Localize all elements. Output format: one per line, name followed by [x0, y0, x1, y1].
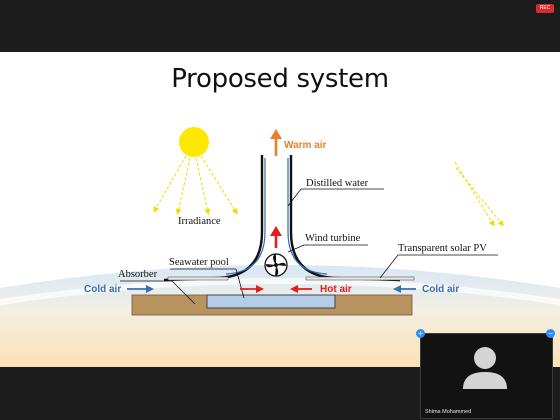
- leader-lines: [120, 188, 498, 305]
- hot-air-label: Hot air: [320, 284, 352, 295]
- shared-slide: Proposed system Irradiance: [0, 52, 560, 367]
- updraft-arrow: [270, 226, 282, 248]
- expand-icon[interactable]: +: [416, 329, 425, 338]
- system-diagram: Irradiance Warm air: [84, 127, 504, 316]
- cold-air-left-arrow: [127, 285, 154, 293]
- slide-title: Proposed system: [171, 64, 389, 94]
- hot-air-right-arrow: [290, 285, 312, 293]
- wind-turbine-icon: [264, 253, 288, 277]
- transparent-pv-label: Transparent solar PV: [398, 243, 487, 254]
- participant-video-tile[interactable]: Shima Mohammed: [420, 333, 553, 419]
- sun-icon: [179, 127, 209, 157]
- minimize-icon[interactable]: −: [546, 329, 555, 338]
- recording-badge: REC: [536, 4, 554, 13]
- top-bar: REC: [0, 0, 560, 52]
- warm-air-arrow: [270, 129, 282, 156]
- participant-name: Shima Mohammed: [425, 409, 472, 415]
- wind-turbine-label: Wind turbine: [305, 233, 361, 244]
- irradiance-label: Irradiance: [178, 216, 221, 227]
- transparent-pv-panel: [305, 276, 415, 281]
- cold-air-right-arrow: [393, 285, 416, 293]
- cold-air-right-label: Cold air: [422, 284, 459, 295]
- irradiance-rays: [153, 155, 238, 215]
- distilled-water-label: Distilled water: [306, 178, 369, 189]
- distilled-water-film: [225, 158, 328, 275]
- seawater-pool-label: Seawater pool: [169, 257, 229, 268]
- pv-panel-left: [167, 276, 229, 281]
- hot-air-left-arrow: [240, 285, 264, 293]
- far-rays: [454, 161, 504, 227]
- cold-air-left-label: Cold air: [84, 284, 121, 295]
- seawater-pool: [206, 294, 336, 309]
- absorber-label: Absorber: [118, 269, 158, 280]
- warm-air-label: Warm air: [284, 140, 327, 151]
- person-avatar-icon: [463, 347, 507, 389]
